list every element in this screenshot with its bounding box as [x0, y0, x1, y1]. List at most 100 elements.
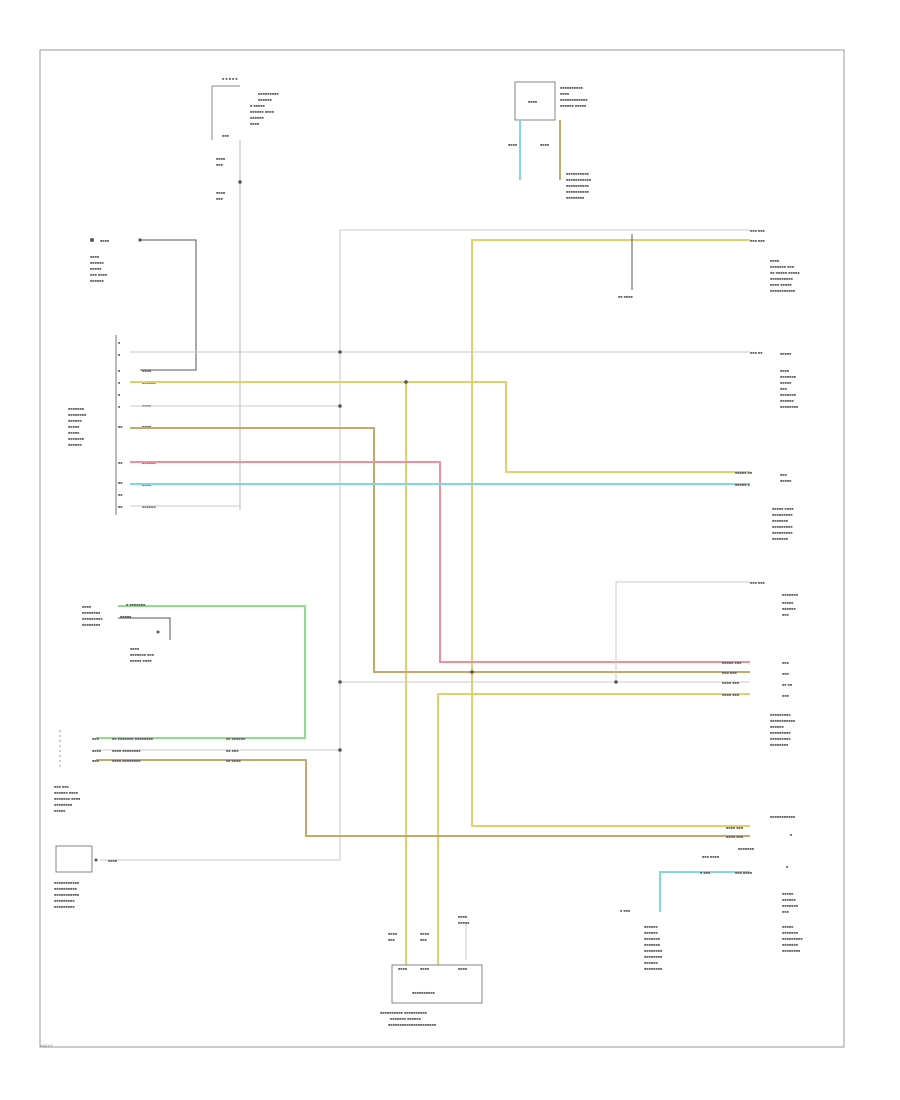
svg-text:■■■■■■■■■: ■■■■■■■■■: [258, 92, 279, 96]
svg-text:■■■■■■: ■■■■■■: [644, 961, 658, 965]
svg-text:■■■ ■■■■: ■■■ ■■■■: [735, 871, 753, 875]
svg-text:■■■■■■■■■■: ■■■■■■■■■■: [54, 887, 78, 891]
svg-text:■■■■: ■■■■: [100, 239, 110, 243]
svg-text:■ ■■■■■: ■ ■■■■■: [250, 104, 266, 108]
svg-text:■■■ ■■■■: ■■■ ■■■■: [702, 855, 720, 859]
svg-text:■■■■■■■■■■: ■■■■■■■■■■: [566, 172, 590, 176]
svg-text:■■■: ■■■: [420, 938, 428, 942]
main-module-connector: ■ ■ ■ ■ ■ ■ ■■ ■■ ■■ ■■ ■■ ■■■■■■■ ■■■■■…: [68, 335, 156, 515]
svg-text:■■■■ ■■■: ■■■■ ■■■: [726, 826, 744, 830]
right-side-labels: ■■■ ■■■ ■■■ ■■■ ■■ ■■■■ ■■■■ ■■■■■■■ ■■■…: [618, 229, 803, 971]
svg-text:■■■■■■■■■■ ■■■■■■■■■■: ■■■■■■■■■■ ■■■■■■■■■■: [380, 1011, 428, 1015]
svg-text:■■■■■■■: ■■■■■■■: [644, 937, 661, 941]
svg-text:■■■■: ■■■■: [458, 967, 468, 971]
left-bottom-component: ■■■■ ■■■■■■■■■■■ ■■■■■■■■■■ ■■■■■■■■■■■ …: [54, 845, 118, 909]
bottom-control-module: ■■■■ ■■■■ ■■■■ ■■■■■■■■■■ ■■■■ ■■■ ■■■■ …: [380, 915, 483, 1027]
svg-text:■■■■■■■: ■■■■■■■: [68, 407, 85, 411]
svg-text:■: ■: [786, 865, 789, 869]
svg-text:■■■: ■■■: [216, 197, 224, 201]
svg-text:■■■■■■■■■: ■■■■■■■■■: [772, 525, 793, 529]
svg-text:■■ ■■■: ■■ ■■■: [226, 749, 239, 753]
top-sensor-component: ■■■■ ■■■■■■■■■■ ■■■■ ■■■■■■■■■■■■ ■■■■■■…: [508, 81, 592, 200]
svg-text:■■■■■■■: ■■■■■■■: [772, 537, 789, 541]
svg-text:■■■■■■■■■: ■■■■■■■■■: [770, 731, 791, 735]
svg-text:■: ■: [118, 341, 121, 345]
svg-text:■■■■■■■■: ■■■■■■■■: [644, 949, 663, 953]
svg-text:■■■■: ■■■■: [130, 647, 140, 651]
svg-text:■ ■ ■ ■ ■: ■ ■ ■ ■ ■: [222, 77, 238, 81]
svg-text:■■■ ■■■: ■■■ ■■■: [722, 671, 738, 675]
svg-text:■■■■■■: ■■■■■■: [90, 261, 104, 265]
svg-text:■■■■■■: ■■■■■■: [250, 116, 264, 120]
left-lower-connector: ■■■ ■■■■ ■■■ ■■ ■■■■■■■ ■■■■■■■■ ■■■■ ■■…: [54, 730, 246, 813]
svg-text:■■■■■■■■■■■: ■■■■■■■■■■■: [770, 719, 796, 723]
svg-text:■■■: ■■■: [92, 737, 100, 741]
svg-text:■■■■■■■■: ■■■■■■■■: [82, 611, 101, 615]
svg-text:■■■■■■■■: ■■■■■■■■: [780, 405, 799, 409]
svg-text:■■■■: ■■■■: [420, 967, 430, 971]
svg-text:■■■■: ■■■■: [142, 369, 152, 373]
svg-text:■■■■: ■■■■: [458, 915, 468, 919]
svg-text:■■■■: ■■■■: [216, 157, 226, 161]
left-lower-switch: ■■■■ ■■■■■■■■ ■■■■■■■■■ ■■■■■■■■ ■ ■■■■■…: [82, 603, 171, 663]
svg-text:■■■■■■■■■: ■■■■■■■■■: [54, 905, 75, 909]
svg-text:■■■■■■■■■■: ■■■■■■■■■■: [566, 190, 590, 194]
svg-text:■■■■■■■■: ■■■■■■■■: [54, 803, 73, 807]
diagram-code: WA002: [40, 1043, 53, 1048]
svg-text:■■■■■■: ■■■■■■: [68, 443, 82, 447]
svg-text:■■■■■■■■: ■■■■■■■■: [782, 949, 801, 953]
svg-text:■■■■■■■: ■■■■■■■: [780, 375, 797, 379]
svg-text:■■■■■■■: ■■■■■■■: [782, 904, 799, 908]
svg-text:■■ ■■■■: ■■ ■■■■: [226, 759, 242, 763]
svg-text:■■■■ ■■■: ■■■■ ■■■: [722, 693, 740, 697]
svg-text:■■■: ■■■: [782, 661, 790, 665]
svg-text:■■■■■■■■■■: ■■■■■■■■■■: [566, 184, 590, 188]
top-junction-connector: ■ ■ ■ ■ ■ ■■■■■■■■■ ■■■■■■ ■ ■■■■■ ■■■■■…: [211, 77, 279, 510]
svg-text:■■■■ ■■■■■: ■■■■ ■■■■■: [770, 283, 792, 287]
svg-text:■■■: ■■■: [780, 473, 788, 477]
svg-text:■■■■: ■■■■: [780, 369, 790, 373]
svg-text:■■■■■■: ■■■■■■: [90, 279, 104, 283]
svg-text:■■■■■■: ■■■■■■: [142, 505, 156, 509]
svg-text:■■ ■■■■■ ■■■■■: ■■ ■■■■■ ■■■■■: [770, 271, 800, 275]
svg-text:■■■■■■■: ■■■■■■■: [782, 593, 799, 597]
svg-text:■■■■■■■■■: ■■■■■■■■■: [772, 531, 793, 535]
svg-text:■■■■■■■ ■■■■: ■■■■■■■ ■■■■: [54, 797, 81, 801]
ground-source: ■■■■ ■■■■ ■■■■■■ ■■■■■ ■■■ ■■■■ ■■■■■■: [90, 238, 197, 371]
svg-text:■■■■■■■■■: ■■■■■■■■■: [82, 617, 103, 621]
svg-text:■■■: ■■■: [782, 613, 790, 617]
svg-text:■■■■■■■■■■: ■■■■■■■■■■: [412, 991, 436, 995]
svg-text:■■■ ■■■: ■■■ ■■■: [750, 239, 766, 243]
svg-text:■■■■■: ■■■■■: [782, 925, 794, 929]
wire-yellow-top: [471, 239, 750, 827]
svg-text:■■■■■: ■■■■■: [68, 431, 80, 435]
svg-text:■■■■■■■: ■■■■■■■: [644, 943, 661, 947]
svg-text:■: ■: [118, 405, 121, 409]
svg-text:■■■■■: ■■■■■: [782, 601, 794, 605]
svg-text:■ ■■■■■■■: ■ ■■■■■■■: [126, 603, 146, 607]
svg-text:■: ■: [118, 369, 121, 373]
wire-brown-760: [96, 759, 750, 837]
wire-tan-382: [130, 381, 750, 473]
svg-text:■■■■■■■ ■■■: ■■■■■■■ ■■■: [770, 265, 795, 269]
svg-text:■■■■■■■■■: ■■■■■■■■■: [770, 713, 791, 717]
svg-text:■■■■■■: ■■■■■■: [782, 607, 796, 611]
svg-text:■■■■: ■■■■: [398, 967, 408, 971]
svg-text:■■■■■ ■■■■: ■■■■■ ■■■■: [130, 659, 152, 663]
svg-text:■■■■■■: ■■■■■■: [782, 898, 796, 902]
svg-text:■■■■■■■■■■■: ■■■■■■■■■■■: [770, 815, 796, 819]
svg-text:■■: ■■: [118, 425, 123, 429]
svg-text:■■■■■■■■: ■■■■■■■■: [566, 196, 585, 200]
svg-text:■■■■■■■■■■■■■■■■■■■■■: ■■■■■■■■■■■■■■■■■■■■■: [388, 1023, 437, 1027]
svg-text:■■■: ■■■: [782, 672, 790, 676]
svg-text:■■■■■ ■■■■: ■■■■■ ■■■■: [772, 507, 794, 511]
svg-text:■■■■■■■■■■■: ■■■■■■■■■■■: [770, 289, 796, 293]
svg-text:■■■■■■■: ■■■■■■■: [782, 943, 799, 947]
svg-text:■■■■■■■■■■■: ■■■■■■■■■■■: [54, 881, 80, 885]
svg-text:■■■■■■■■■: ■■■■■■■■■: [770, 737, 791, 741]
svg-text:■■■■■: ■■■■■: [120, 615, 132, 619]
svg-text:■■■: ■■■: [388, 938, 396, 942]
svg-text:■■■■: ■■■■: [108, 859, 118, 863]
svg-text:■■■■■■■■■: ■■■■■■■■■: [772, 513, 793, 517]
